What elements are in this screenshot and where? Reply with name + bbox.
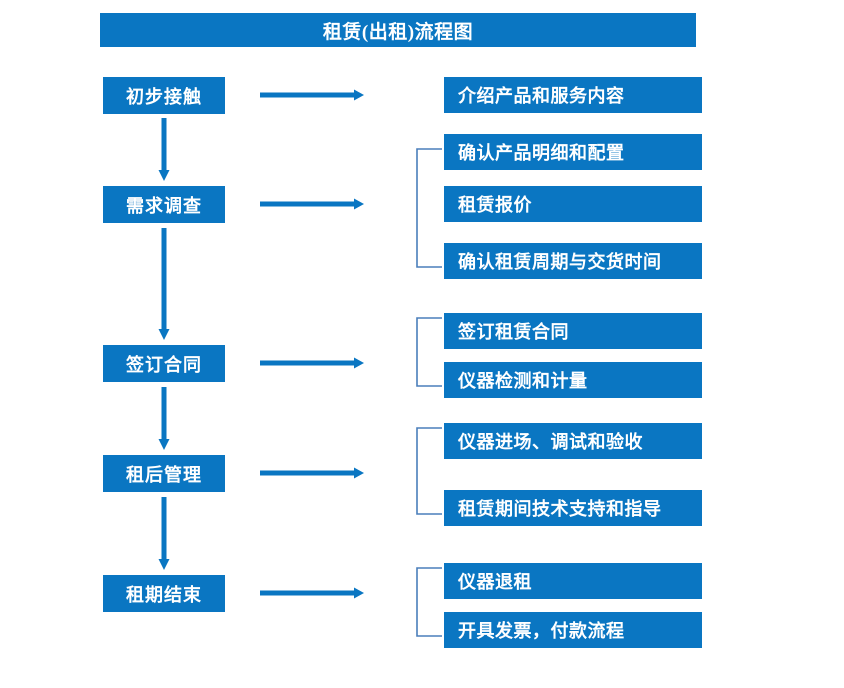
detail-box-5-1[interactable]: 仪器退租	[444, 563, 702, 599]
bracket-stage-5-group	[416, 567, 442, 637]
arrow-down-stage-1-to-2	[158, 118, 170, 181]
detail-box-2-1[interactable]: 确认产品明细和配置	[444, 134, 702, 170]
arrow-down-stage-4-to-5	[158, 497, 170, 570]
detail-box-1-1[interactable]: 介绍产品和服务内容	[444, 77, 702, 113]
detail-box-2-2[interactable]: 租赁报价	[444, 186, 702, 222]
arrow-right-stage-2	[260, 198, 364, 210]
stage-box-3[interactable]: 签订合同	[103, 345, 225, 382]
bracket-stage-2-group	[416, 148, 442, 268]
detail-box-5-2[interactable]: 开具发票，付款流程	[444, 612, 702, 648]
bracket-stage-4-group	[416, 427, 442, 515]
arrow-right-stage-5	[260, 587, 364, 599]
detail-box-3-2[interactable]: 仪器检测和计量	[444, 362, 702, 398]
detail-box-3-1[interactable]: 签订租赁合同	[444, 313, 702, 349]
arrow-down-stage-3-to-4	[158, 387, 170, 450]
detail-box-2-3[interactable]: 确认租赁周期与交货时间	[444, 243, 702, 279]
stage-box-2[interactable]: 需求调查	[103, 186, 225, 223]
stage-box-1[interactable]: 初步接触	[103, 77, 225, 114]
bracket-stage-3-group	[416, 317, 442, 387]
arrow-right-stage-3	[260, 357, 364, 369]
arrow-right-stage-1	[260, 89, 364, 101]
arrow-down-stage-2-to-3	[158, 228, 170, 340]
stage-box-4[interactable]: 租后管理	[103, 455, 225, 492]
diagram-title: 租赁(出租)流程图	[100, 13, 696, 47]
detail-box-4-1[interactable]: 仪器进场、调试和验收	[444, 423, 702, 459]
stage-box-5[interactable]: 租期结束	[103, 575, 225, 612]
detail-box-4-2[interactable]: 租赁期间技术支持和指导	[444, 490, 702, 526]
arrow-right-stage-4	[260, 467, 364, 479]
